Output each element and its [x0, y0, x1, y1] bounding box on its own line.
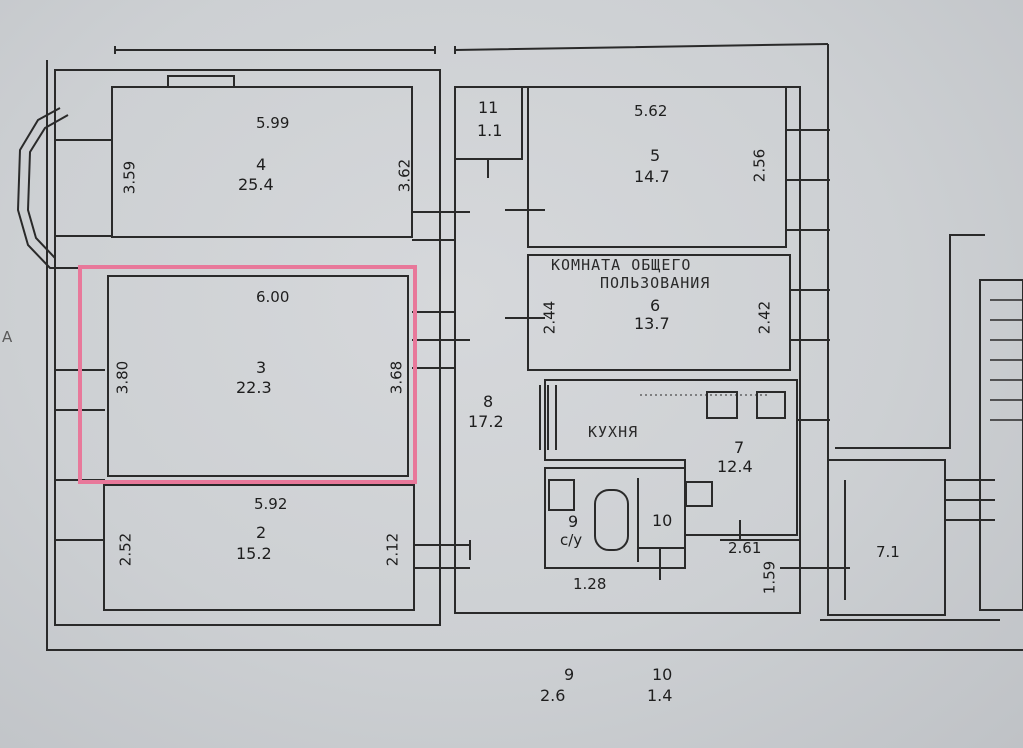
- bathroom-outline: [544, 467, 686, 569]
- room-5-outline: [527, 86, 787, 248]
- room-3-area: 22.3: [236, 378, 272, 397]
- room-11-number: 11: [478, 98, 499, 117]
- outer-wall-left: [54, 69, 441, 626]
- bottom-9-area: 2.6: [540, 686, 566, 705]
- room-3-left-dim: 3.80: [113, 360, 132, 395]
- room-7-caption: КУХНЯ: [588, 423, 639, 441]
- room-3-highlight: [78, 265, 417, 484]
- room-8-number: 8: [483, 392, 494, 411]
- room-9-caption: с/у: [560, 531, 583, 549]
- room-5-area: 14.7: [634, 167, 670, 186]
- room-3-right-dim: 3.68: [387, 360, 406, 395]
- side-dim: 1.59: [760, 560, 779, 595]
- bottom-10-area: 1.4: [647, 686, 673, 705]
- room-3-outline: [107, 275, 409, 477]
- stair-label: 7.1: [876, 543, 900, 561]
- room-5-number: 5: [650, 146, 661, 165]
- room-11-outline: [454, 86, 523, 160]
- room-4-number: 4: [256, 155, 267, 174]
- room-4-width: 5.99: [256, 114, 290, 132]
- room-6-caption-line1: КОМНАТА ОБЩЕГО: [551, 256, 692, 274]
- room-2-outline: [103, 484, 415, 611]
- room-4-area: 25.4: [238, 175, 274, 194]
- room-7-area: 12.4: [717, 457, 753, 476]
- room-2-left-dim: 2.52: [116, 532, 135, 567]
- stair-box: [827, 459, 946, 616]
- room-6-caption-line2: ПОЛЬЗОВАНИЯ: [600, 274, 711, 292]
- room-6-right-dim: 2.42: [755, 300, 774, 335]
- room-6-number: 6: [650, 296, 661, 315]
- room-2-width: 5.92: [254, 495, 288, 513]
- top-edge-line: [115, 43, 829, 51]
- outer-outline: [46, 60, 1023, 651]
- room-3-number: 3: [256, 358, 267, 377]
- room-3-width: 6.00: [256, 288, 290, 306]
- room-4-right-dim: 3.62: [395, 158, 414, 193]
- bay-window: [16, 107, 82, 269]
- room-4-left-dim: 3.59: [120, 160, 139, 195]
- room-9-width: 1.28: [573, 575, 607, 593]
- room-6-area: 13.7: [634, 314, 670, 333]
- room-5-width: 5.62: [634, 102, 668, 120]
- room-2-number: 2: [256, 523, 267, 542]
- room-4-outline: [111, 86, 413, 238]
- room-6-left-dim: 2.44: [540, 300, 559, 335]
- edge-letter: A: [2, 328, 13, 346]
- room-2-area: 15.2: [236, 544, 272, 563]
- room-8-area: 17.2: [468, 412, 504, 431]
- room-7-dim: 2.61: [728, 539, 762, 557]
- room-2-right-dim: 2.12: [383, 532, 402, 567]
- bottom-9-number: 9: [564, 665, 575, 684]
- room-11-area: 1.1: [477, 121, 503, 140]
- room-7-number: 7: [734, 438, 745, 457]
- stairwell: [979, 279, 1023, 611]
- room-10-number: 10: [652, 511, 673, 530]
- room-9-number: 9: [568, 512, 579, 531]
- bottom-10-number: 10: [652, 665, 673, 684]
- room-6-outline: [527, 254, 791, 371]
- room-5-right-dim: 2.56: [750, 148, 769, 183]
